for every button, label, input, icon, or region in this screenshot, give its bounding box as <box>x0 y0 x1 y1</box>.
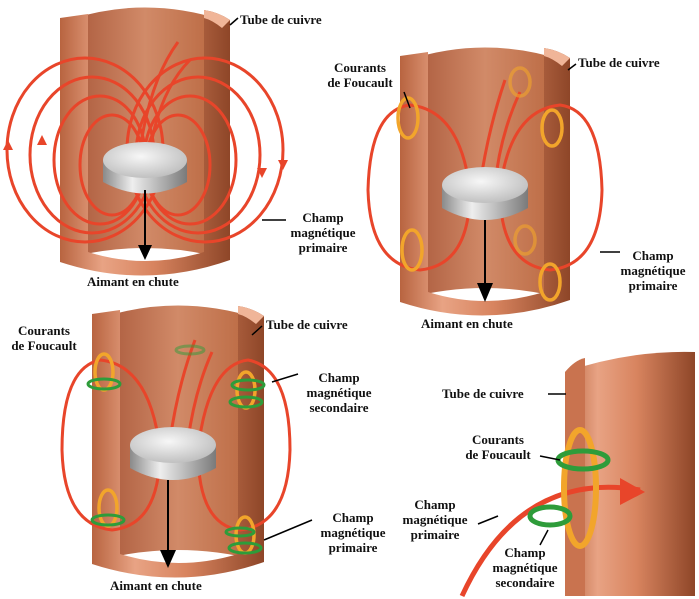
tube-label: Tube de cuivre <box>578 55 660 70</box>
primary-field-label: Champ magnétique primaire <box>394 497 476 542</box>
secondary-field-label-line2: magnétique <box>306 385 372 400</box>
eddy-currents <box>396 66 564 302</box>
secondary-field-label-line3: secondaire <box>495 575 555 590</box>
eddy-current-label-line2: de Foucault <box>465 447 531 462</box>
secondary-field-label: Champ magnétique secondaire <box>298 370 380 415</box>
falling-magnet-label: Aimant en chute <box>421 316 513 331</box>
primary-field-label-line2: magnétique <box>620 263 686 278</box>
copper-tube-inner <box>68 7 222 258</box>
falling-magnet-label: Aimant en chute <box>87 274 179 289</box>
primary-field-label: Champ magnétique primaire <box>284 210 362 255</box>
primary-field-label: Champ magnétique primaire <box>312 510 394 555</box>
eddy-current-label: Courants de Foucault <box>318 60 402 90</box>
primary-field-label-line1: Champ <box>632 248 674 263</box>
secondary-field-label: Champ magnétique secondaire <box>484 545 566 590</box>
falling-magnet-label: Aimant en chute <box>110 578 202 593</box>
panel-top-right <box>366 47 620 316</box>
panel-bottom-right <box>459 351 695 598</box>
primary-field-label-line2: magnétique <box>320 525 386 540</box>
eddy-current-label-line1: Courants <box>471 432 524 447</box>
eddy-current-label: Courants de Foucault <box>456 432 540 462</box>
primary-field-label-line3: primaire <box>298 240 348 255</box>
primary-field-label-line1: Champ <box>332 510 374 525</box>
secondary-field-label-line1: Champ <box>318 370 360 385</box>
secondary-field-label-line2: magnétique <box>492 560 558 575</box>
primary-field-label-line1: Champ <box>302 210 344 225</box>
magnet <box>103 142 187 194</box>
primary-field-label: Champ magnétique primaire <box>612 248 694 293</box>
panel-bottom-left <box>60 305 313 578</box>
eddy-current-label-line2: de Foucault <box>327 75 393 90</box>
tube-label: Tube de cuivre <box>266 317 348 332</box>
copper-tube <box>60 10 230 276</box>
primary-field-label-line2: magnétique <box>402 512 468 527</box>
tube-label: Tube de cuivre <box>442 386 524 401</box>
magnet <box>130 427 216 480</box>
secondary-field-label-line1: Champ <box>504 545 546 560</box>
magnet <box>442 167 528 220</box>
eddy-current-label-line1: Courants <box>333 60 386 75</box>
primary-field-label-line3: primaire <box>628 278 678 293</box>
primary-field-label-line3: primaire <box>328 540 378 555</box>
primary-field-label-line2: magnétique <box>290 225 356 240</box>
eddy-current-label-line2: de Foucault <box>11 338 77 353</box>
tube-label: Tube de cuivre <box>240 12 322 27</box>
eddy-current <box>561 427 599 549</box>
secondary-field-label-line3: secondaire <box>309 400 369 415</box>
primary-field-line <box>459 484 641 598</box>
eddy-current-label-line1: Courants <box>17 323 70 338</box>
eddy-current-label: Courants de Foucault <box>2 323 86 353</box>
primary-field-label-line3: primaire <box>410 527 460 542</box>
primary-field-label-line1: Champ <box>414 497 456 512</box>
secondary-field-lines <box>86 344 266 555</box>
panel-top-left <box>3 7 288 276</box>
